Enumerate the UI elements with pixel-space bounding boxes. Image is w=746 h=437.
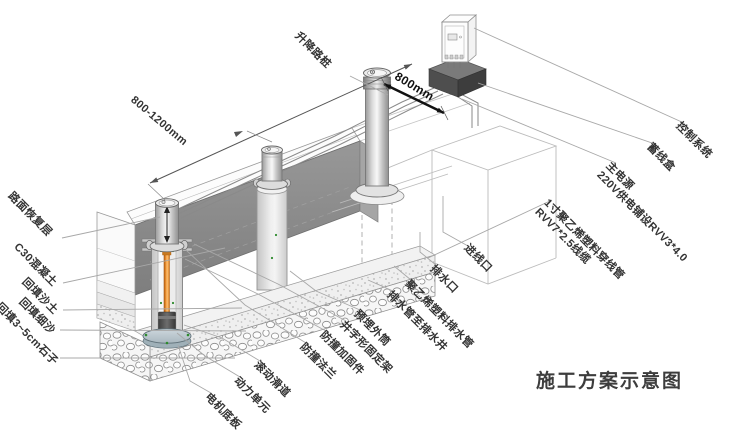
leader-lines xyxy=(59,27,685,394)
hydraulic-rod xyxy=(163,253,170,317)
bollard-cutaway xyxy=(141,198,193,349)
diagram-title: 施工方案示意图 xyxy=(536,371,684,392)
cabinet-display xyxy=(447,33,458,41)
dimension-spacing xyxy=(147,63,413,201)
dimension-box-offset xyxy=(380,76,449,121)
bollard-on-casing xyxy=(253,145,291,291)
foundation-layers xyxy=(99,245,436,382)
control-cabinet xyxy=(428,14,487,98)
